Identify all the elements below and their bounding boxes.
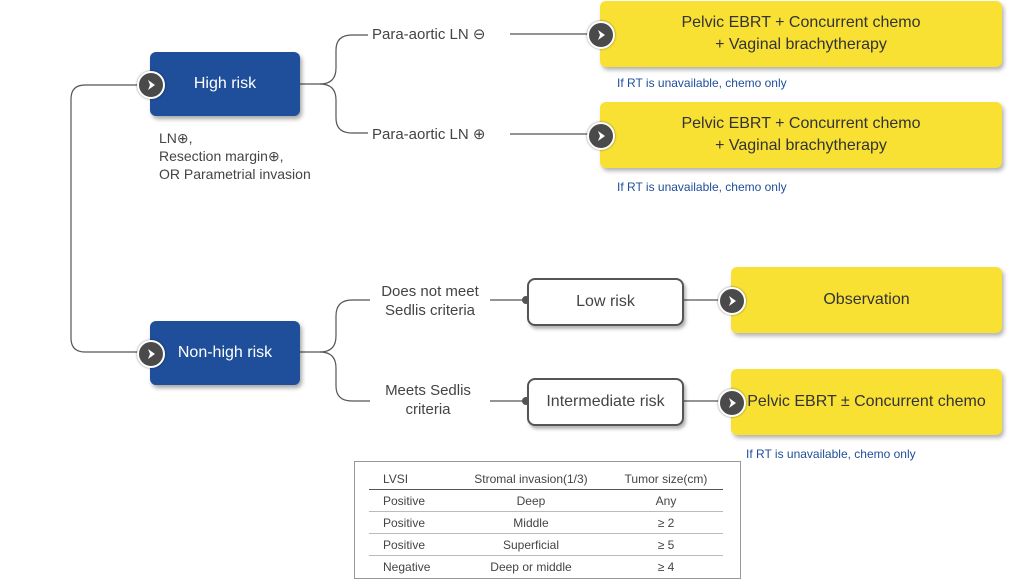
table-row: Positive Middle ≥ 2 bbox=[369, 511, 723, 534]
high-risk-label: High risk bbox=[193, 75, 257, 92]
para-aortic-positive-label: Para-aortic LN ⊕ bbox=[372, 126, 486, 143]
criteria-parametrial: OR Parametrial invasion bbox=[159, 166, 311, 182]
table-row: Positive Deep Any bbox=[369, 489, 723, 512]
outcome-high-negative-arrow-icon bbox=[587, 21, 615, 49]
does-not-meet-sedlis-label: Does not meet Sedlis criteria bbox=[381, 283, 479, 319]
table-header-row: LVSI Stromal invasion(1/3) Tumor size(cm… bbox=[369, 468, 723, 490]
header-lvsi: LVSI bbox=[369, 468, 453, 490]
non-high-risk-box: Non-high risk bbox=[150, 321, 300, 385]
high-risk-arrow-icon bbox=[137, 71, 165, 99]
para-aortic-negative-label: Para-aortic LN ⊖ bbox=[372, 26, 486, 43]
intermediate-risk-box: Intermediate risk bbox=[527, 378, 684, 426]
note-intermediate: If RT is unavailable, chemo only bbox=[746, 447, 916, 461]
non-high-risk-label: Non-high risk bbox=[177, 344, 273, 361]
criteria-ln: LN⊕, bbox=[159, 130, 193, 146]
high-risk-box: High risk bbox=[150, 52, 300, 116]
outcome-box-high-positive: Pelvic EBRT + Concurrent chemo + Vaginal… bbox=[600, 102, 1002, 168]
note-high-positive: If RT is unavailable, chemo only bbox=[617, 180, 787, 194]
high-risk-criteria: LN⊕, Resection margin⊕, OR Parametrial i… bbox=[159, 129, 311, 183]
header-stromal-invasion: Stromal invasion(1/3) bbox=[453, 468, 609, 490]
sedlis-table: LVSI Stromal invasion(1/3) Tumor size(cm… bbox=[369, 468, 723, 577]
meets-sedlis-label: Meets Sedlis criteria bbox=[385, 382, 471, 418]
table-row: Positive Superficial ≥ 5 bbox=[369, 533, 723, 556]
criteria-margin: Resection margin⊕, bbox=[159, 148, 284, 164]
outcome-box-observation: Observation bbox=[731, 267, 1002, 333]
intermediate-risk-connector-dot bbox=[522, 397, 530, 405]
outcome-high-positive-arrow-icon bbox=[587, 122, 615, 150]
outcome-box-high-negative: Pelvic EBRT + Concurrent chemo + Vaginal… bbox=[600, 1, 1002, 67]
outcome-observation-arrow-icon bbox=[718, 287, 746, 315]
low-risk-box: Low risk bbox=[527, 278, 684, 326]
table-row: Negative Deep or middle ≥ 4 bbox=[383, 559, 675, 574]
outcome-intermediate-arrow-icon bbox=[718, 389, 746, 417]
low-risk-connector-dot bbox=[522, 296, 530, 304]
header-tumor-size: Tumor size(cm) bbox=[608, 468, 723, 490]
sedlis-criteria-table: LVSI Stromal invasion(1/3) Tumor size(cm… bbox=[354, 461, 741, 579]
note-high-negative: If RT is unavailable, chemo only bbox=[617, 76, 787, 90]
non-high-risk-arrow-icon bbox=[137, 340, 165, 368]
outcome-box-intermediate: Pelvic EBRT ± Concurrent chemo bbox=[731, 369, 1002, 435]
